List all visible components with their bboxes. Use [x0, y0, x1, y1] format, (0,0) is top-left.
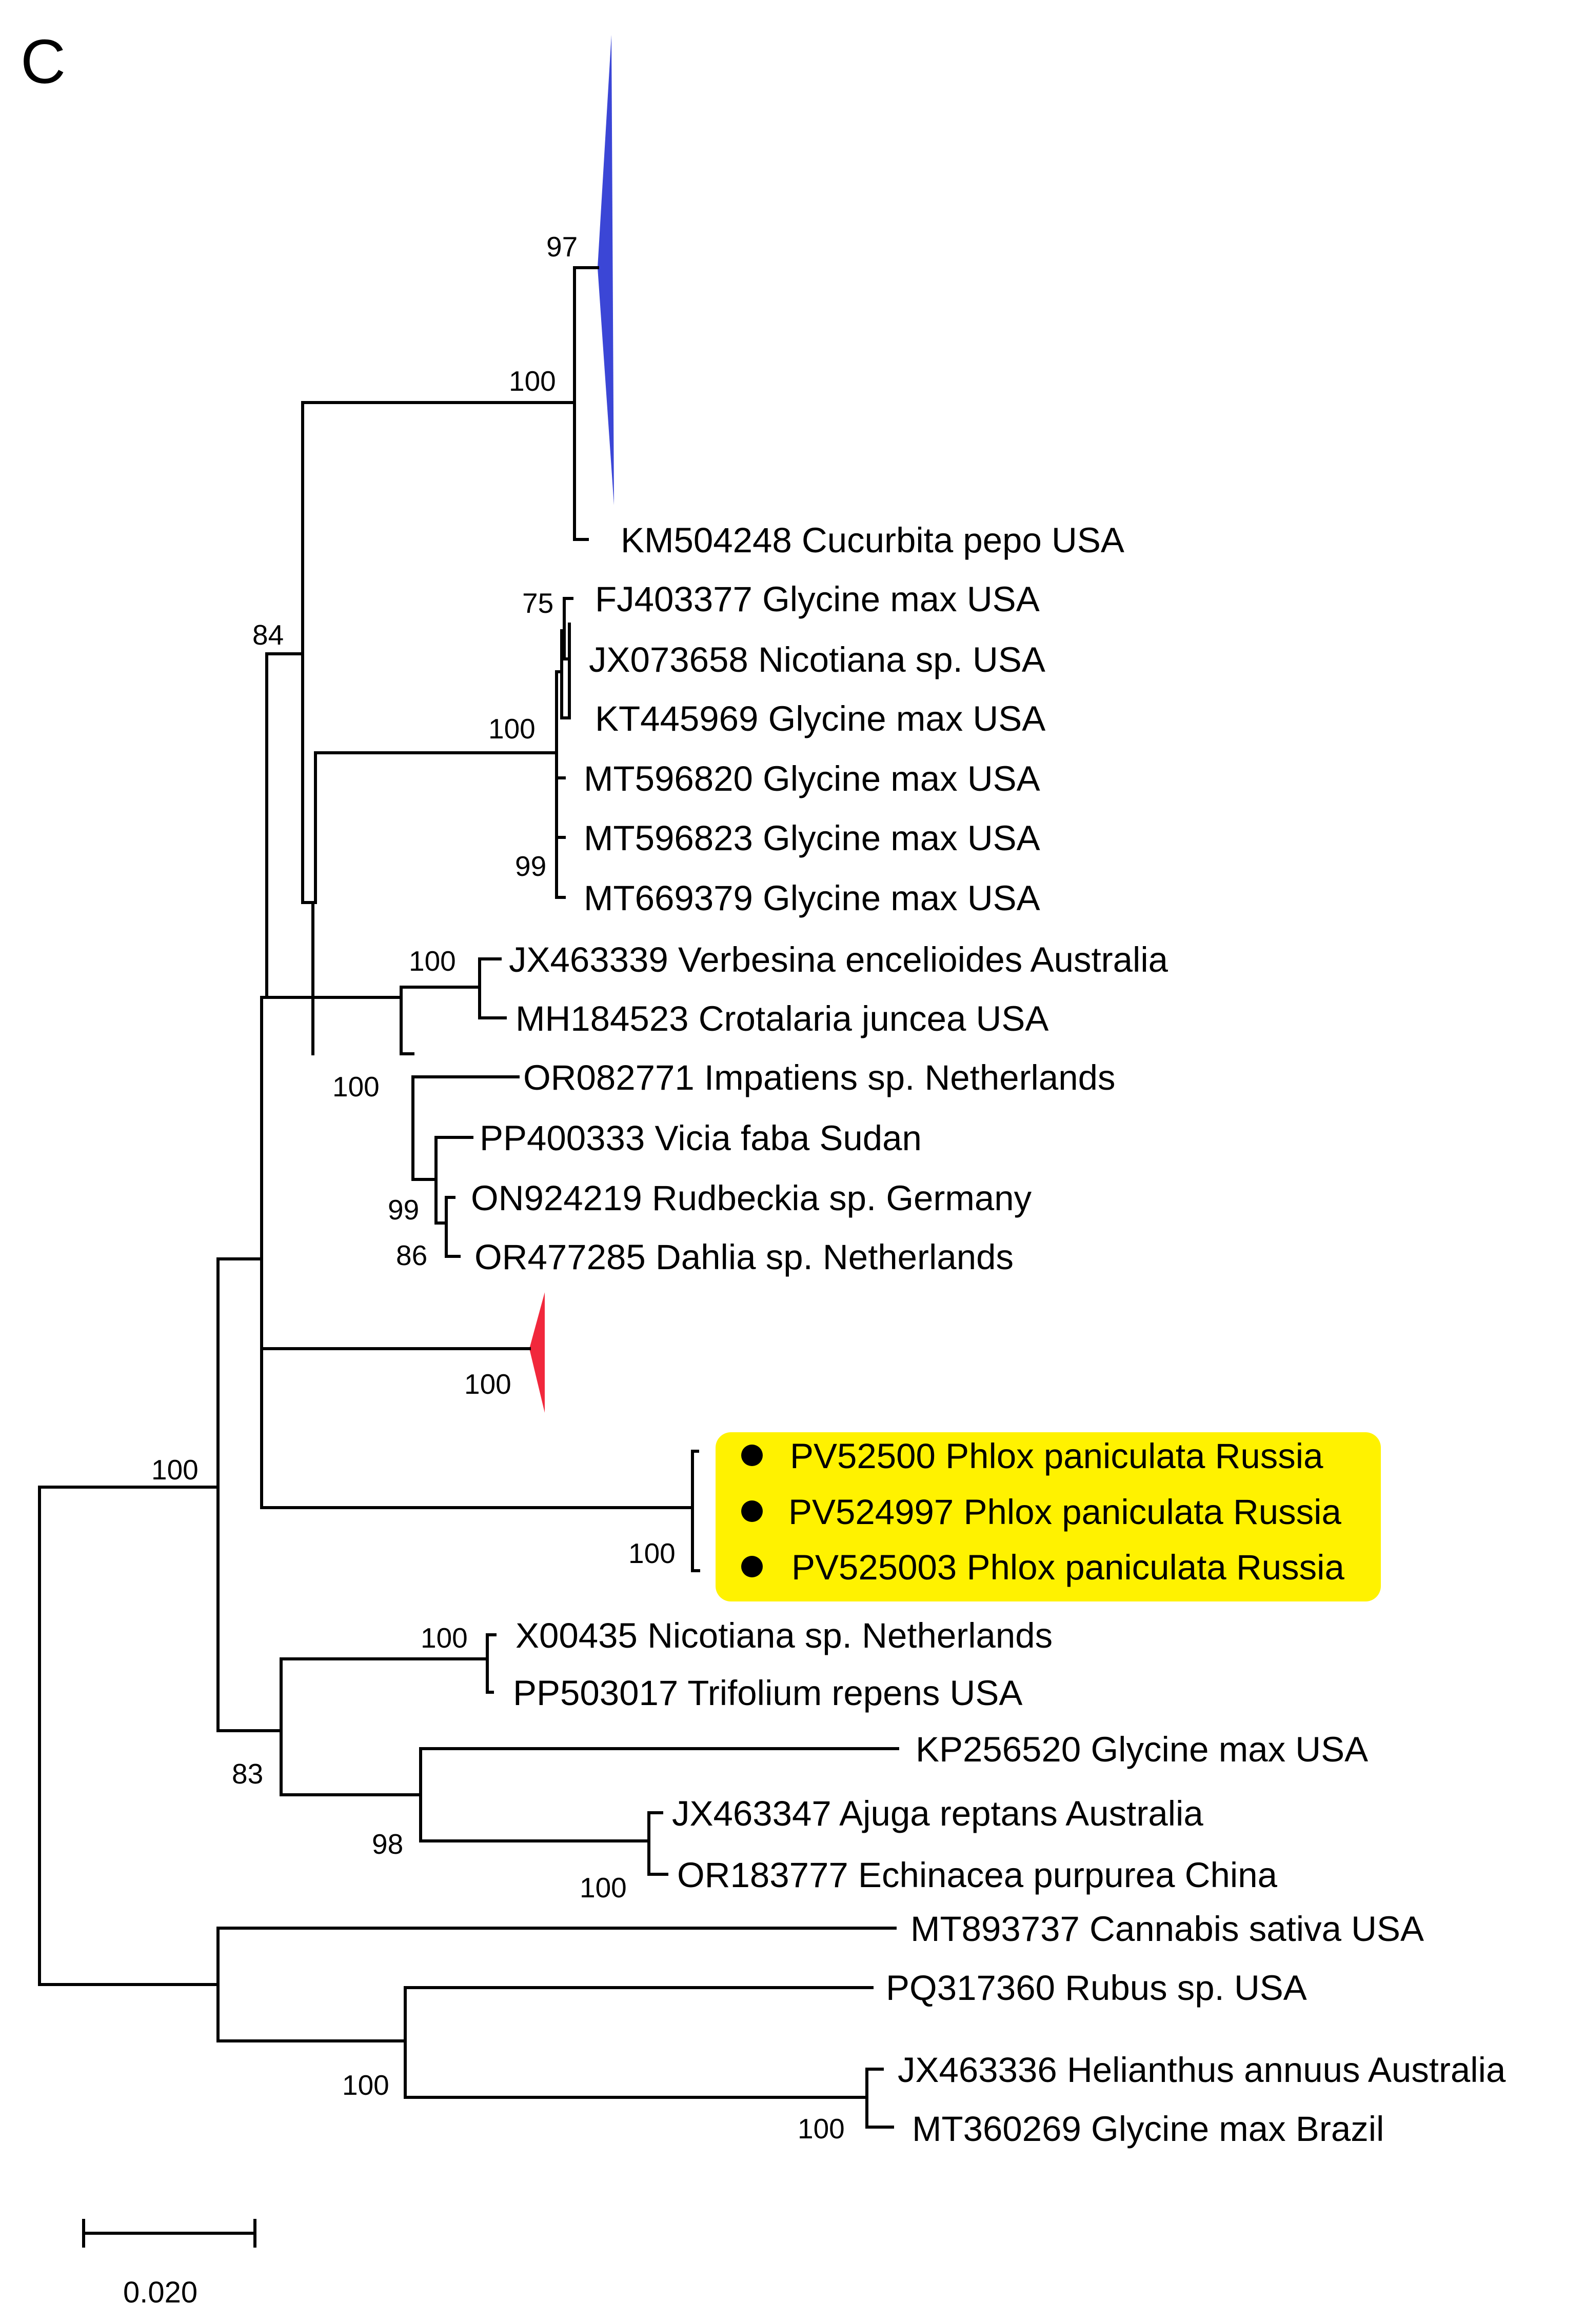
- collapsed-clade-blue: [598, 35, 614, 505]
- bootstrap-value: 86: [396, 1239, 427, 1271]
- taxon-label: KT445969 Glycine max USA: [595, 699, 1045, 738]
- taxon-label: MT360269 Glycine max Brazil: [912, 2109, 1384, 2149]
- bootstrap-value: 100: [421, 1622, 468, 1654]
- taxon-label: FJ403377 Glycine max USA: [595, 579, 1040, 619]
- taxon-label: ON924219 Rudbeckia sp. Germany: [471, 1178, 1032, 1218]
- tree-branches: [38, 266, 899, 2129]
- taxon-label: PQ317360 Rubus sp. USA: [886, 1968, 1307, 2008]
- taxon-label: PP400333 Vicia faba Sudan: [480, 1118, 922, 1158]
- collapsed-clade-red: [529, 1292, 545, 1413]
- bootstrap-value: 75: [522, 587, 553, 619]
- taxon-label: MT893737 Cannabis sativa USA: [910, 1909, 1424, 1949]
- panel-label: C: [21, 27, 66, 96]
- taxon-label: OR477285 Dahlia sp. Netherlands: [474, 1237, 1014, 1277]
- bootstrap-value: 100: [509, 365, 556, 397]
- taxon-label: OR082771 Impatiens sp. Netherlands: [523, 1058, 1116, 1097]
- taxon-label: KM504248 Cucurbita pepo USA: [621, 520, 1124, 560]
- taxon-label: MT596823 Glycine max USA: [584, 818, 1040, 858]
- taxon-label: MH184523 Crotalaria juncea USA: [516, 999, 1048, 1038]
- scale-bar: 0.020: [82, 2219, 256, 2309]
- bootstrap-value: 99: [515, 850, 546, 882]
- scale-bar-label: 0.020: [123, 2276, 197, 2309]
- taxon-label: PP503017 Trifolium repens USA: [513, 1673, 1022, 1713]
- bootstrap-value: 100: [628, 1537, 676, 1569]
- taxon-label: X00435 Nicotiana sp. Netherlands: [516, 1616, 1053, 1655]
- taxon-labels: KM504248 Cucurbita pepo USA FJ403377 Gly…: [471, 520, 1506, 2149]
- bootstrap-value: 100: [464, 1368, 511, 1400]
- bootstrap-value: 98: [372, 1828, 403, 1860]
- bootstrap-value: 100: [798, 2113, 845, 2145]
- taxon-label: PV52500 Phlox paniculata Russia: [790, 1436, 1323, 1476]
- taxon-label: PV524997 Phlox paniculata Russia: [788, 1492, 1342, 1532]
- bootstrap-value: 100: [342, 2069, 389, 2101]
- bootstrap-value: 100: [332, 1071, 380, 1103]
- taxon-label: KP256520 Glycine max USA: [916, 1730, 1368, 1769]
- bootstrap-value: 97: [546, 231, 578, 263]
- taxon-label: PV525003 Phlox paniculata Russia: [791, 1548, 1345, 1587]
- taxon-label: MT596820 Glycine max USA: [584, 759, 1040, 798]
- phlox-marker-dot: [741, 1445, 763, 1466]
- phlox-marker-dot: [741, 1500, 763, 1522]
- bootstrap-value: 84: [252, 619, 284, 651]
- taxon-label: JX463336 Helianthus annuus Australia: [898, 2050, 1506, 2090]
- bootstrap-value: 100: [151, 1454, 199, 1486]
- bootstrap-value: 100: [409, 945, 456, 977]
- phlox-marker-dot: [741, 1556, 763, 1577]
- taxon-label: JX073658 Nicotiana sp. USA: [589, 640, 1045, 679]
- bootstrap-value: 83: [232, 1758, 263, 1790]
- taxon-label: JX463347 Ajuga reptans Australia: [672, 1794, 1203, 1833]
- bootstrap-value: 100: [580, 1872, 627, 1904]
- taxon-label: OR183777 Echinacea purpurea China: [677, 1855, 1278, 1895]
- highlight-box-phlox: [716, 1432, 1381, 1601]
- bootstrap-values: 97 100 84 75 100 99 100 100 99 86 100 10…: [151, 231, 845, 2145]
- bootstrap-value: 100: [488, 713, 536, 745]
- bootstrap-value: 99: [388, 1194, 419, 1226]
- taxon-label: MT669379 Glycine max USA: [584, 878, 1040, 918]
- taxon-label: JX463339 Verbesina encelioides Australia: [509, 940, 1168, 979]
